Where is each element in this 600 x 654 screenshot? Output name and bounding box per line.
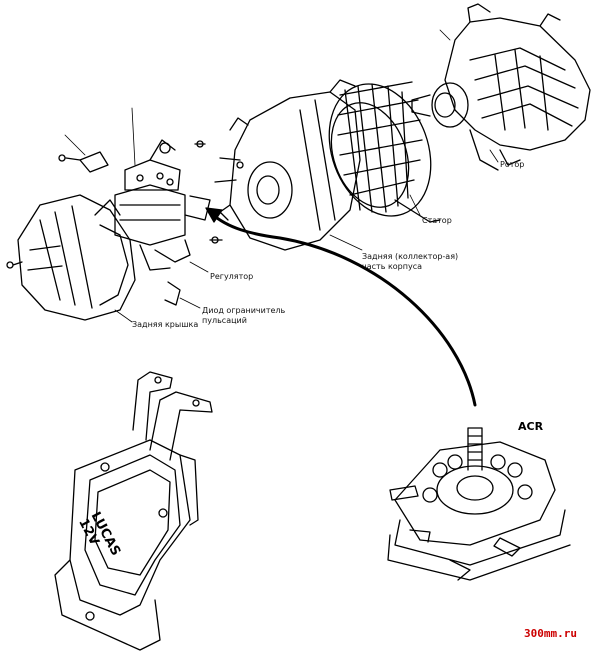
front-housing-rotor [411, 3, 591, 171]
brush-box-regulator [58, 139, 223, 306]
label-rear-cover: Задняя крышка [132, 320, 199, 329]
label-rear-housing-line1: Задняя (коллектор-ая) [362, 252, 459, 261]
curved-arrow [205, 207, 477, 407]
label-rotor: Ротор [500, 160, 525, 169]
label-regulator: Регулятор [210, 272, 254, 281]
lucas-regulator [54, 371, 213, 651]
label-stator: Статор [422, 216, 452, 225]
rear-housing [214, 79, 361, 251]
label-acr: ACR [518, 420, 544, 433]
label-rear-housing-line2: часть корпуса [362, 262, 423, 271]
rear-cover [6, 194, 136, 321]
label-limiter-line1: Диод ограничитель [202, 306, 286, 315]
leader-lines [64, 29, 499, 323]
label-limiter-line2: пульсаций [202, 316, 247, 325]
acr-rectifier [387, 427, 571, 581]
stator [328, 81, 441, 223]
watermark: 300mm.ru [524, 627, 577, 640]
